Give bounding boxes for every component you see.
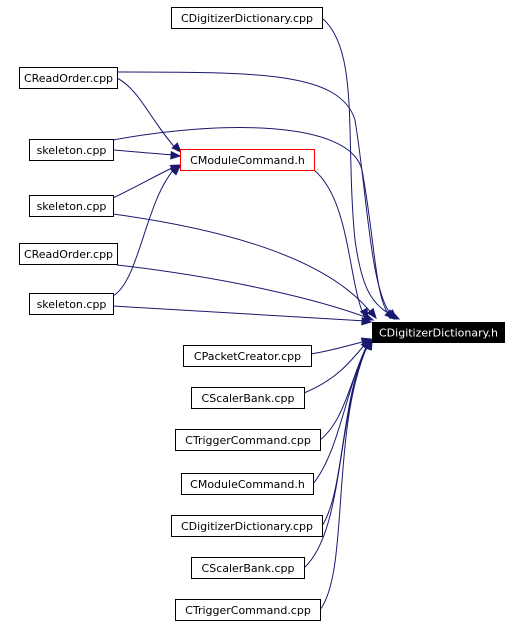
node-creadorder-cpp-1-box (19, 67, 118, 89)
node-ctriggercommand-cpp-2[interactable]: CTriggerCommand.cpp (175, 599, 321, 621)
node-skeleton-cpp-2-label: skeleton.cpp (37, 200, 107, 213)
edge-creadorder2-to-target (116, 264, 369, 319)
node-cscalerbank-cpp-1-box (191, 387, 305, 409)
node-cpacketcreator-cpp[interactable]: CPacketCreator.cpp (183, 345, 312, 367)
edge-skeleton2-to-target (112, 213, 373, 315)
node-ctriggercommand-cpp-2-box (175, 599, 321, 621)
node-cdigitizerdictionary-h[interactable]: CDigitizerDictionary.h (372, 322, 505, 343)
edge-skeleton1-to-target-arrowhead (384, 309, 395, 320)
node-cdigitizerdictionary-cpp-bottom-label: CDigitizerDictionary.cpp (181, 520, 313, 533)
edge-ctriggercommand2-to-target-arrowhead (364, 338, 373, 351)
node-skeleton-cpp-2-box (29, 195, 114, 217)
edge-creadorder2-to-target-arrowhead (362, 312, 375, 321)
edge-cscalerbank1-to-target (303, 342, 367, 394)
node-cmodulecommand-h-box (180, 149, 315, 171)
node-cdigitizerdictionary-cpp-top-box (171, 7, 323, 29)
node-cdigitizerdictionary-cpp-top-label: CDigitizerDictionary.cpp (181, 12, 313, 25)
node-skeleton-cpp-3-label: skeleton.cpp (37, 298, 107, 311)
node-creadorder-cpp-2-box (19, 243, 118, 265)
edge-skeleton3-to-cmodulecommand-arrowhead (170, 165, 181, 176)
node-creadorder-cpp-1-label: CReadOrder.cpp (24, 72, 113, 85)
edge-creadorder1-to-target (116, 71, 393, 317)
node-skeleton-cpp-1-box (29, 139, 114, 161)
node-cdigitizerdictionary-cpp-bottom-box (171, 515, 323, 537)
edge-ctriggercommand1-to-target (319, 342, 369, 441)
node-creadorder-cpp-1[interactable]: CReadOrder.cpp (19, 67, 118, 89)
node-cdigitizerdictionary-h-label: CDigitizerDictionary.h (379, 327, 498, 340)
node-skeleton-cpp-3[interactable]: skeleton.cpp (29, 293, 114, 315)
edge-skeleton1-to-cmodulecommand (112, 149, 177, 156)
node-cmodulecommand-2-box (181, 473, 314, 495)
node-ctriggercommand-cpp-2-label: CTriggerCommand.cpp (185, 604, 311, 617)
node-cpacketcreator-cpp-box (183, 345, 312, 367)
node-cscalerbank-cpp-1[interactable]: CScalerBank.cpp (191, 387, 305, 409)
node-cdigitizerdictionary-cpp-top[interactable]: CDigitizerDictionary.cpp (171, 7, 323, 29)
node-cscalerbank-cpp-2-label: CScalerBank.cpp (202, 562, 295, 575)
edge-skeleton1-to-cmodulecommand-arrowhead (170, 151, 182, 160)
node-ctriggercommand-cpp-1-box (175, 429, 321, 451)
edge-skeleton2-to-target-arrowhead (366, 307, 377, 320)
file-nodes: CDigitizerDictionary.cppCReadOrder.cppsk… (19, 7, 505, 621)
edge-cdd-top-to-target (321, 17, 396, 318)
node-cmodulecommand-h-label: CModuleCommand.h (190, 154, 305, 167)
node-skeleton-cpp-3-box (29, 293, 114, 315)
node-cmodulecommand-h[interactable]: CModuleCommand.h (180, 149, 315, 171)
dependency-edges (112, 17, 401, 611)
node-ctriggercommand-cpp-1[interactable]: CTriggerCommand.cpp (175, 429, 321, 451)
edge-ctriggercommand2-to-target (319, 343, 369, 611)
node-creadorder-cpp-2[interactable]: CReadOrder.cpp (19, 243, 118, 265)
edge-cmodulecommand-to-target (313, 169, 365, 317)
node-cpacketcreator-cpp-label: CPacketCreator.cpp (194, 350, 301, 363)
node-creadorder-cpp-2-label: CReadOrder.cpp (24, 248, 113, 261)
edge-skeleton3-to-target-arrowhead (361, 317, 373, 326)
node-cmodulecommand-2-label: CModuleCommand.h (190, 478, 305, 491)
edge-cpacketcreator-to-target (310, 340, 367, 355)
node-cdigitizerdictionary-cpp-bottom[interactable]: CDigitizerDictionary.cpp (171, 515, 323, 537)
edge-creadorder1-to-cmodulecommand-arrowhead (171, 142, 182, 153)
edge-skeleton3-to-target (112, 305, 367, 322)
edge-creadorder1-to-cmodulecommand (116, 77, 179, 152)
node-skeleton-cpp-1[interactable]: skeleton.cpp (29, 139, 114, 161)
edge-skeleton1-to-target (112, 127, 391, 317)
node-cdigitizerdictionary-h-box (372, 322, 505, 343)
node-cscalerbank-cpp-2-box (191, 557, 305, 579)
edge-skeleton2-to-cmodulecommand (112, 165, 177, 199)
node-ctriggercommand-cpp-1-label: CTriggerCommand.cpp (185, 434, 311, 447)
node-cmodulecommand-2[interactable]: CModuleCommand.h (181, 473, 314, 495)
node-cscalerbank-cpp-2[interactable]: CScalerBank.cpp (191, 557, 305, 579)
node-skeleton-cpp-2[interactable]: skeleton.cpp (29, 195, 114, 217)
node-skeleton-cpp-1-label: skeleton.cpp (37, 144, 107, 157)
edge-skeleton3-to-cmodulecommand (112, 166, 177, 297)
node-cscalerbank-cpp-1-label: CScalerBank.cpp (202, 392, 295, 405)
